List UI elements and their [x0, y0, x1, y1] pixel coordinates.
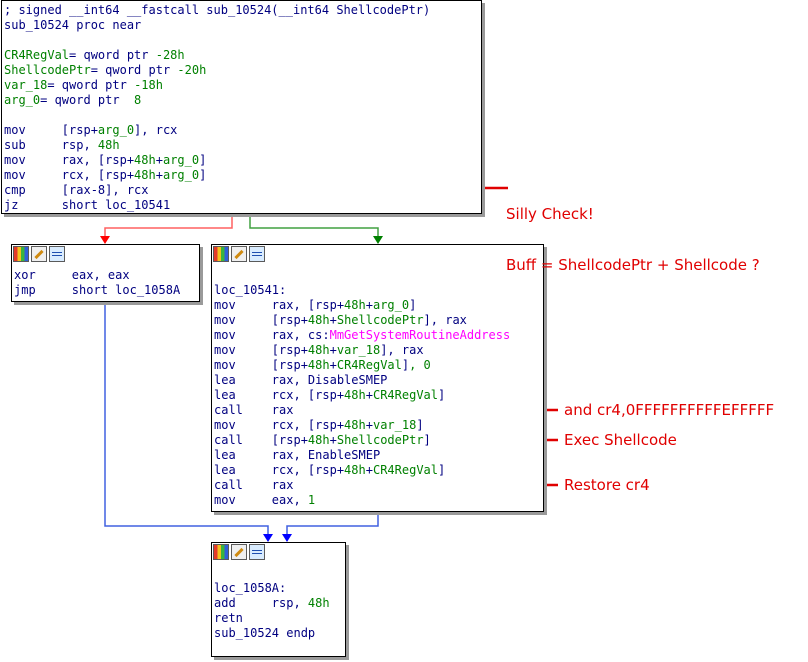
instruction: mov [rsp+48h+ShellcodePtr], rax — [214, 313, 467, 327]
asm-line[interactable]: mov [rsp+48h+CR4RegVal], 0 — [214, 358, 541, 373]
proc-end-label: sub_10524 endp — [214, 626, 316, 640]
asm-line — [4, 108, 479, 123]
instruction: jmp short loc_1058A — [14, 283, 181, 297]
asm-line[interactable]: mov [rsp+arg_0], rcx — [4, 123, 479, 138]
asm-line[interactable]: jmp short loc_1058A — [14, 283, 197, 298]
annotation-exec-shellcode: Exec Shellcode — [564, 431, 677, 449]
edge-left-to-bottom — [104, 301, 269, 535]
edge-right-to-bottom — [286, 512, 379, 535]
asm-line — [4, 33, 479, 48]
annotation-and-cr4: and cr4,0FFFFFFFFFFEFFFFF — [564, 401, 775, 419]
instruction: sub rsp, 48h — [4, 138, 120, 152]
instruction: lea rcx, [rsp+48h+CR4RegVal] — [214, 388, 446, 402]
annotation-silly-check-text: Silly Check! — [506, 205, 594, 223]
asm-line[interactable]: loc_10541: — [214, 283, 541, 298]
edge-left-arrowhead — [263, 534, 273, 542]
edge-right-arrowhead — [282, 534, 292, 542]
local-var-def: ShellcodePtr= qword ptr -20h — [4, 63, 207, 77]
loc-label: loc_10541: — [214, 283, 287, 297]
edge-false-arrowhead — [100, 236, 110, 244]
edge-true-arrowhead — [373, 236, 383, 244]
edit-node-icon[interactable] — [231, 246, 247, 262]
instruction: call rax — [214, 478, 294, 492]
asm-line[interactable]: ; signed __int64 __fastcall sub_10524(__… — [4, 3, 479, 18]
asm-line[interactable]: CR4RegVal= qword ptr -28h — [4, 48, 479, 63]
instruction: add rsp, 48h — [214, 596, 330, 610]
asm-line[interactable]: loc_1058A: — [214, 581, 343, 596]
graph-node-loc-10541[interactable]: loc_10541: mov rax, [rsp+48h+arg_0] mov … — [211, 244, 544, 512]
node-toolbar — [13, 246, 65, 263]
instruction: mov [rsp+arg_0], rcx — [4, 123, 178, 137]
asm-line[interactable]: cmp [rax-8], rcx — [4, 183, 479, 198]
instruction: cmp [rax-8], rcx — [4, 183, 149, 197]
asm-line[interactable]: lea rcx, [rsp+48h+CR4RegVal] — [214, 388, 541, 403]
edge-false-branch — [104, 214, 233, 237]
instruction: mov eax, 1 — [214, 493, 316, 507]
local-var-def: var_18= qword ptr -18h — [4, 78, 163, 92]
local-var-def: arg_0= qword ptr 8 — [4, 93, 142, 107]
loc-label: loc_1058A: — [214, 581, 287, 595]
instruction: lea rax, EnableSMEP — [214, 448, 381, 462]
asm-line[interactable]: jz short loc_10541 — [4, 198, 479, 213]
instruction: call [rsp+48h+ShellcodePtr] — [214, 433, 431, 447]
asm-line[interactable]: lea rcx, [rsp+48h+CR4RegVal] — [214, 463, 541, 478]
instruction: mov rax, [rsp+48h+arg_0] — [214, 298, 417, 312]
asm-line[interactable]: sub_10524 endp — [214, 626, 343, 641]
asm-line[interactable]: lea rax, EnableSMEP — [214, 448, 541, 463]
proc-label: sub_10524 proc near — [4, 18, 142, 32]
node-toolbar — [213, 544, 265, 561]
xrefs-icon[interactable] — [249, 246, 265, 262]
func-signature-comment: ; signed __int64 __fastcall sub_10524(__… — [4, 3, 431, 17]
asm-line[interactable]: ShellcodePtr= qword ptr -20h — [4, 63, 479, 78]
asm-line[interactable]: mov rcx, [rsp+48h+var_18] — [214, 418, 541, 433]
edit-node-icon[interactable] — [31, 246, 47, 262]
graph-node-zero-return[interactable]: xor eax, eax jmp short loc_1058A — [11, 244, 200, 302]
graph-node-loc-1058a[interactable]: loc_1058A: add rsp, 48h retn sub_10524 e… — [211, 542, 346, 657]
asm-line[interactable]: mov eax, 1 — [214, 493, 541, 508]
asm-line[interactable]: mov rax, [rsp+48h+arg_0] — [214, 298, 541, 313]
instruction: mov [rsp+48h+var_18], rax — [214, 343, 424, 357]
node-toolbar — [213, 246, 265, 263]
asm-line[interactable]: arg_0= qword ptr 8 — [4, 93, 479, 108]
edge-true-branch — [249, 214, 379, 237]
xrefs-icon[interactable] — [49, 246, 65, 262]
asm-line[interactable]: add rsp, 48h — [214, 596, 343, 611]
instruction: mov [rsp+48h+CR4RegVal], 0 — [214, 358, 431, 372]
instruction: mov rax, cs:MmGetSystemRoutineAddress — [214, 328, 511, 342]
graph-colors-icon[interactable] — [213, 246, 229, 262]
xrefs-icon[interactable] — [249, 544, 265, 560]
asm-line[interactable]: mov rax, [rsp+48h+arg_0] — [4, 153, 479, 168]
instruction: xor eax, eax — [14, 268, 130, 282]
asm-line[interactable]: var_18= qword ptr -18h — [4, 78, 479, 93]
instruction: lea rax, DisableSMEP — [214, 373, 388, 387]
instruction: jz short loc_10541 — [4, 198, 171, 212]
instruction: mov rcx, [rsp+48h+var_18] — [214, 418, 424, 432]
asm-line[interactable]: call rax — [214, 403, 541, 418]
annotation-restore-cr4: Restore cr4 — [564, 476, 650, 494]
asm-line[interactable]: mov rax, cs:MmGetSystemRoutineAddress — [214, 328, 541, 343]
instruction: lea rcx, [rsp+48h+CR4RegVal] — [214, 463, 446, 477]
asm-line[interactable]: mov [rsp+48h+ShellcodePtr], rax — [214, 313, 541, 328]
asm-line[interactable]: mov [rsp+48h+var_18], rax — [214, 343, 541, 358]
asm-line[interactable]: mov rcx, [rsp+48h+arg_0] — [4, 168, 479, 183]
asm-line[interactable]: lea rax, DisableSMEP — [214, 373, 541, 388]
asm-line[interactable]: call rax — [214, 478, 541, 493]
asm-line[interactable]: sub rsp, 48h — [4, 138, 479, 153]
asm-line[interactable]: call [rsp+48h+ShellcodePtr] — [214, 433, 541, 448]
edit-node-icon[interactable] — [231, 544, 247, 560]
asm-line[interactable]: xor eax, eax — [14, 268, 197, 283]
graph-colors-icon[interactable] — [213, 544, 229, 560]
instruction: retn — [214, 611, 243, 625]
asm-line[interactable]: retn — [214, 611, 343, 626]
instruction: mov rax, [rsp+48h+arg_0] — [4, 153, 207, 167]
annotation-buff-formula: Buff = ShellcodePtr + Shellcode ? — [506, 256, 760, 274]
annotation-silly-check: Silly Check! Buff = ShellcodePtr + Shell… — [506, 172, 760, 291]
asm-line[interactable]: sub_10524 proc near — [4, 18, 479, 33]
local-var-def: CR4RegVal= qword ptr -28h — [4, 48, 185, 62]
instruction: call rax — [214, 403, 294, 417]
instruction: mov rcx, [rsp+48h+arg_0] — [4, 168, 207, 182]
graph-node-sub-10524-entry[interactable]: ; signed __int64 __fastcall sub_10524(__… — [1, 0, 482, 214]
graph-colors-icon[interactable] — [13, 246, 29, 262]
